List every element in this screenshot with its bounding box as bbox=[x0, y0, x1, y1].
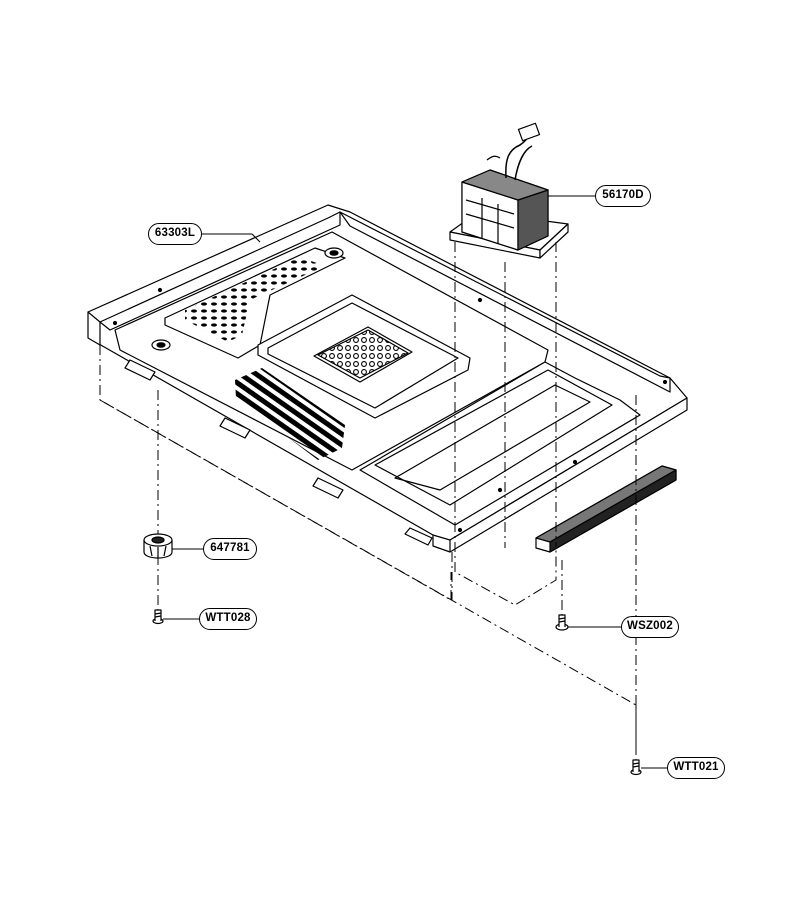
base-plate bbox=[87, 204, 688, 553]
stiffener-bar bbox=[535, 465, 677, 553]
screw-wtt021 bbox=[630, 759, 642, 776]
screw-wsz002 bbox=[555, 614, 569, 631]
part-label-transformer: 56170D bbox=[595, 185, 651, 207]
part-label-foot-screw: WTT028 bbox=[199, 608, 257, 630]
alignment-lines bbox=[99, 242, 637, 760]
leader-lines bbox=[163, 195, 668, 769]
part-label-foot: 647781 bbox=[203, 538, 257, 560]
transformer bbox=[449, 122, 569, 259]
rubber-foot bbox=[143, 533, 173, 559]
part-label-base-plate: 63303L bbox=[148, 223, 202, 245]
part-label-transformer-screw: WSZ002 bbox=[621, 616, 679, 638]
part-label-rear-screw: WTT021 bbox=[667, 757, 725, 779]
screw-wtt028 bbox=[152, 609, 164, 625]
